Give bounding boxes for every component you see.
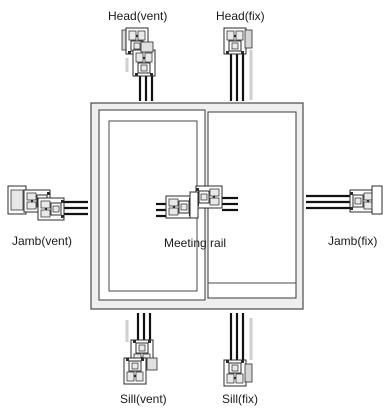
sill-vent-section xyxy=(123,313,158,385)
head-vent-label: Head(vent) xyxy=(108,9,168,23)
meeting-rail-label: Meeting rail xyxy=(164,236,227,250)
jamb-vent-section xyxy=(7,185,88,221)
head-fix-section xyxy=(223,27,253,101)
meeting-rail-section xyxy=(156,185,238,219)
jamb-fix-section xyxy=(306,185,383,215)
sill-fix-label: Sill(fix) xyxy=(222,392,258,406)
head-vent-section xyxy=(121,27,156,101)
sill-vent-label: Sill(vent) xyxy=(120,392,167,406)
sill-fix-section xyxy=(223,313,253,387)
jamb-fix-label: Jamb(fix) xyxy=(328,234,378,248)
jamb-vent-label: Jamb(vent) xyxy=(12,234,73,248)
head-fix-label: Head(fix) xyxy=(216,9,265,23)
